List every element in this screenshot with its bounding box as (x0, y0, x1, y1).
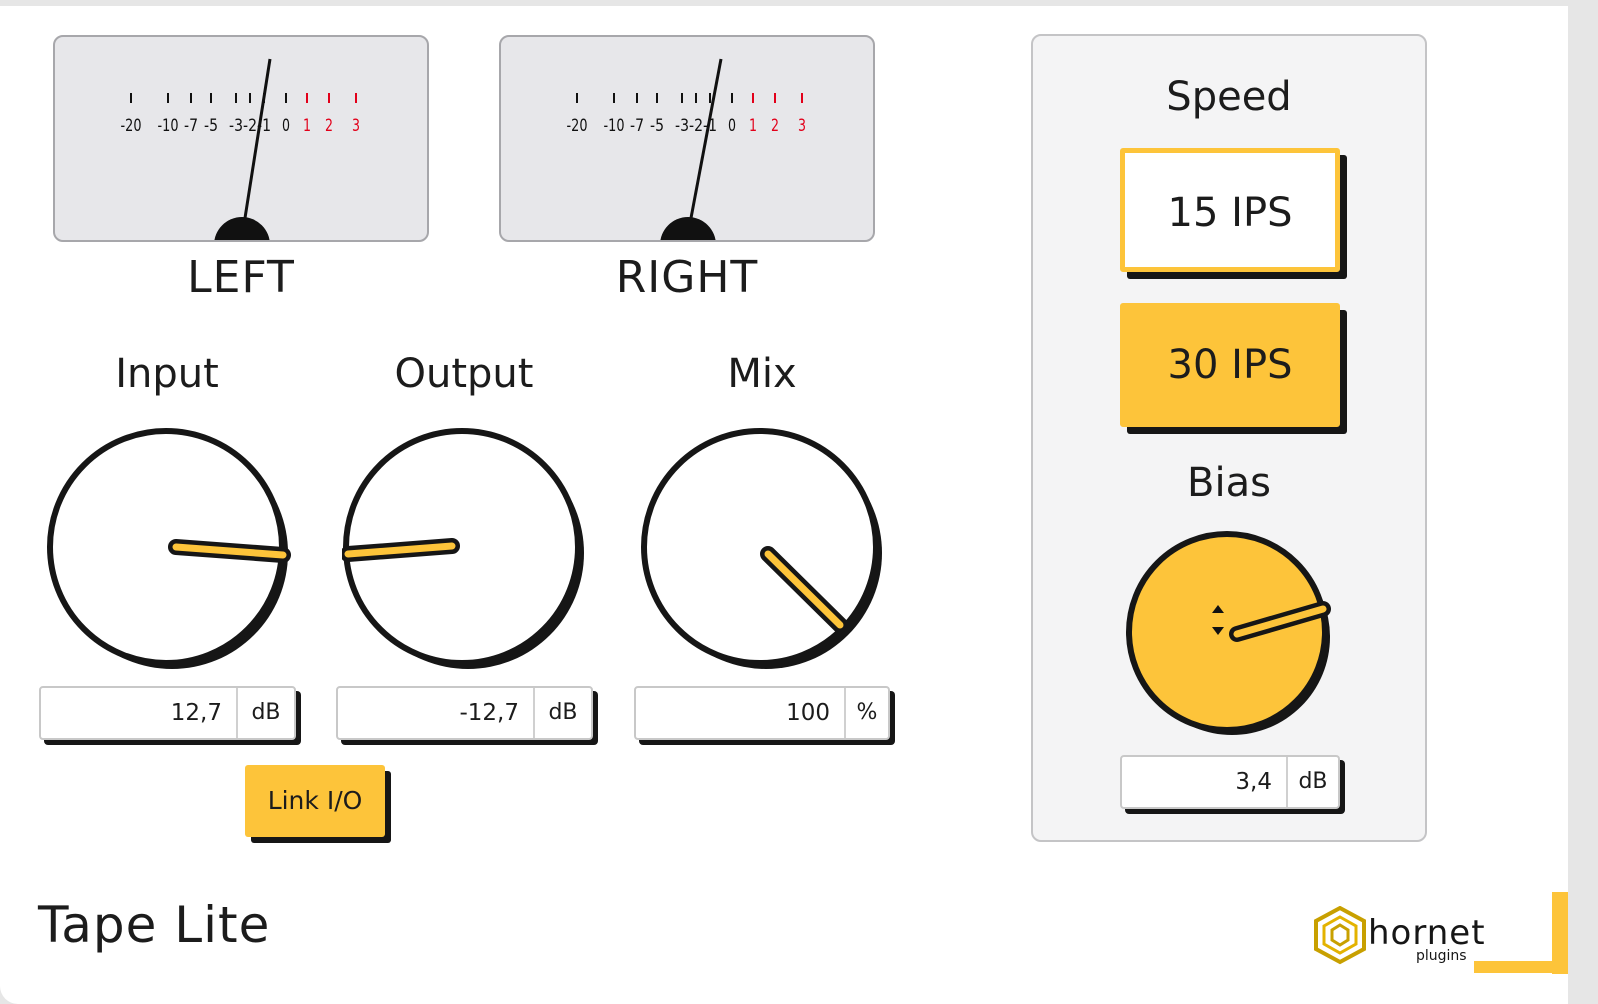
arrow-down-icon (1212, 627, 1224, 635)
hornet-logo: hornet plugins (1310, 905, 1530, 970)
bias-knob-pointer (1233, 605, 1327, 638)
brand-name: hornet (1368, 913, 1486, 953)
plugin-name: Tape Lite (38, 896, 271, 954)
vu-scale-label: -20 (567, 116, 588, 136)
input-value-field[interactable]: 12,7 dB (39, 686, 296, 740)
input-knob[interactable] (46, 426, 296, 676)
output-knob-pointer (344, 542, 456, 558)
vu-scale-label: 1 (749, 116, 757, 136)
speed-15-ips-button[interactable]: 15 IPS (1120, 148, 1340, 272)
mix-value-field[interactable]: 100 % (634, 686, 890, 740)
speed-bias-panel: Speed 15 IPS 30 IPS Bias 3,4 dB (1031, 34, 1427, 842)
input-unit: dB (236, 688, 294, 738)
arrow-up-icon (1212, 605, 1224, 613)
bias-unit: dB (1286, 757, 1338, 807)
vu-label-left: LEFT (187, 252, 295, 303)
vu-scale-label: -2 (689, 116, 703, 136)
vu-scale-label: -20 (121, 116, 142, 136)
link-io-button[interactable]: Link I/O (245, 765, 385, 837)
vu-scale-label: -10 (604, 116, 625, 136)
vu-scale-label: -5 (650, 116, 664, 136)
brand-sub: plugins (1416, 948, 1467, 964)
vu-pivot-left (214, 217, 270, 240)
vu-scale-label: 3 (798, 116, 806, 136)
corner-accent (1474, 961, 1568, 973)
output-value[interactable]: -12,7 (459, 700, 519, 726)
vu-label-right: RIGHT (615, 252, 759, 303)
mix-label: Mix (727, 351, 797, 397)
mix-unit: % (844, 688, 888, 738)
mix-value[interactable]: 100 (786, 700, 830, 726)
vu-scale-label: 1 (303, 116, 311, 136)
hornet-logo-mark: hornet plugins (1314, 905, 1486, 965)
input-knob-pointer (172, 543, 287, 559)
vu-scale-label: -7 (184, 116, 198, 136)
bias-label: Bias (1187, 460, 1271, 506)
mix-knob[interactable] (640, 426, 890, 676)
bias-value[interactable]: 3,4 (1235, 769, 1272, 795)
input-label: Input (115, 351, 219, 397)
vu-scale-label: 0 (728, 116, 736, 136)
speed-title: Speed (1166, 74, 1292, 120)
output-value-field[interactable]: -12,7 dB (336, 686, 593, 740)
vu-scale-label: 2 (771, 116, 779, 136)
bias-knob[interactable] (1126, 529, 1338, 741)
input-value[interactable]: 12,7 (170, 700, 222, 726)
vu-scale-label: -7 (630, 116, 644, 136)
vu-scale-label: -3 (229, 116, 243, 136)
bias-value-field[interactable]: 3,4 dB (1120, 755, 1340, 809)
corner-accent-vertical (1552, 892, 1568, 974)
mix-knob-pointer (764, 550, 844, 629)
vu-needle-left (243, 58, 272, 219)
vu-scale-label: -5 (204, 116, 218, 136)
speed-30-ips-button[interactable]: 30 IPS (1120, 303, 1340, 427)
vu-needle-right (689, 58, 723, 219)
output-label: Output (394, 351, 534, 397)
vu-scale-label: -10 (158, 116, 179, 136)
vu-scale-label: -3 (675, 116, 689, 136)
vu-scale-label: 3 (352, 116, 360, 136)
vu-scale-label: 2 (325, 116, 333, 136)
vu-scale-label: 0 (282, 116, 290, 136)
output-unit: dB (533, 688, 591, 738)
output-knob[interactable] (342, 426, 592, 676)
vu-pivot-right (660, 217, 716, 240)
vu-scale-label: -2 (243, 116, 257, 136)
